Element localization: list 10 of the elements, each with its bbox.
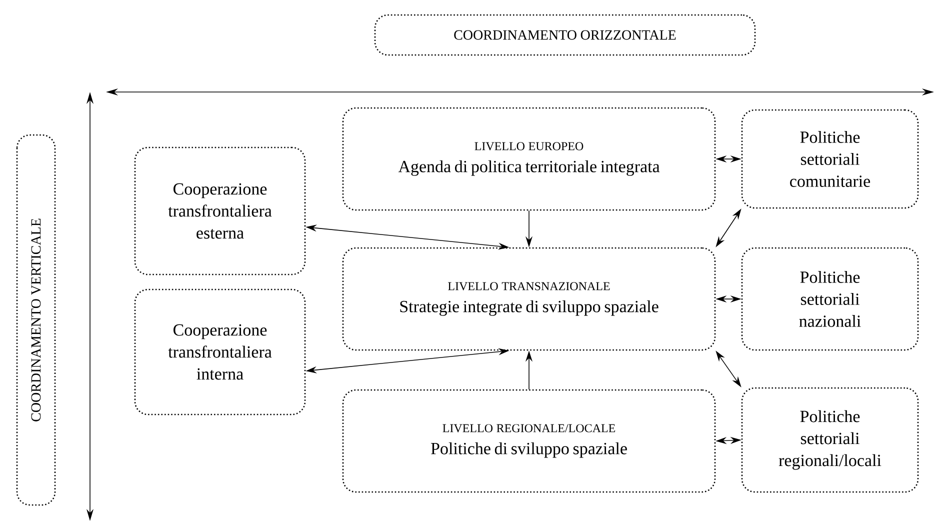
level-box: LIVELLO REGIONALE/LOCALE Politiche di sviluppo spaziale [342, 389, 716, 493]
level-box: LIVELLO TRANSNAZIONALE Strategie integrate di sviluppo spaziale [342, 247, 716, 351]
level-box: LIVELLO EUROPEO Agenda di politica territoriale integrata [342, 107, 716, 211]
level-box: Cooperazione transfrontaliera esterna [134, 146, 306, 276]
label-box: COORDINAMENTO ORIZZONTALE [374, 14, 756, 56]
level-box: Politiche settoriali regionali/locali [741, 387, 919, 493]
level-box: Politiche settoriali comunitarie [741, 109, 919, 209]
level-box: Cooperazione transfrontaliera interna [134, 288, 306, 416]
level-box: Politiche settoriali nazionali [741, 247, 919, 351]
label-box: COORDINAMENTO VERTICALE [16, 134, 56, 506]
